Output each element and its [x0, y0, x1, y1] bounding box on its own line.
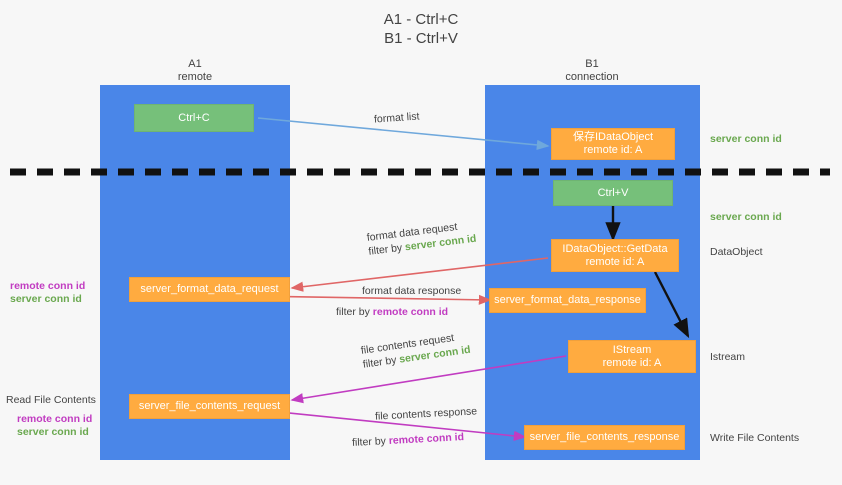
edge-label-format-data-request-filter-prefix: filter by [367, 241, 406, 258]
box-ctrl-v-line1: Ctrl+V [597, 186, 629, 199]
edge-label-format-data-response-filter-prefix: filter by [336, 306, 373, 318]
box-server-file-contents-response[interactable]: server_file_contents_response [524, 425, 685, 450]
box-ctrl-v[interactable]: Ctrl+V [553, 180, 673, 206]
page-title: A1 - Ctrl+C B1 - Ctrl+V [383, 11, 459, 47]
box-getdata-line2: remote id: A [585, 255, 645, 268]
box-server-format-data-request[interactable]: server_format_data_request [129, 277, 290, 302]
box-server-file-contents-request-label: server_file_contents_request [138, 400, 281, 412]
lane-header-a1: A1 remote [177, 58, 213, 83]
edge-label-file-contents-response-filter-key: remote conn id [388, 431, 465, 447]
box-ctrl-c-line1: Ctrl+C [178, 111, 210, 124]
box-idataobject-line1: 保存IDataObject [572, 131, 654, 143]
right-label-write-file-contents: Write File Contents [710, 432, 800, 444]
box-getdata[interactable]: IDataObject::GetData remote id: A [551, 239, 679, 272]
right-label-server-conn-id-mid: server conn id [710, 211, 782, 223]
right-label-server-conn-id-top: server conn id [710, 133, 782, 145]
left-label-read-file-contents: Read File Contents [6, 394, 96, 406]
edge-label-format-data-response: format data response [362, 285, 462, 297]
box-idataobject-line2: remote id: A [583, 144, 643, 156]
edge-label-file-contents-request-filter-prefix: filter by [362, 353, 401, 371]
box-server-file-contents-request[interactable]: server_file_contents_request [129, 394, 290, 419]
edge-label-format-list: format list [373, 110, 420, 126]
box-server-format-data-response-label: server_format_data_response [494, 294, 641, 306]
box-istream[interactable]: IStream remote id: A [568, 340, 696, 373]
edge-label-file-contents-response-filter: filter by remote conn id [352, 430, 465, 450]
box-server-format-data-response[interactable]: server_format_data_response [489, 288, 646, 313]
edge-label-format-data-response-filter-key: remote conn id [372, 306, 449, 318]
box-getdata-line1: IDataObject::GetData [562, 242, 668, 255]
box-ctrl-c[interactable]: Ctrl+C [134, 104, 254, 132]
left-label-server-conn-id-2: server conn id [17, 426, 89, 438]
edge-label-file-contents-response: file contents response [374, 405, 478, 423]
box-istream-line1: IStream [612, 343, 652, 356]
box-idataobject[interactable]: 保存IDataObject remote id: A [551, 128, 675, 160]
right-label-dataobject: DataObject [710, 246, 763, 258]
left-label-server-conn-id-1: server conn id [10, 293, 82, 305]
right-label-istream: Istream [710, 351, 746, 363]
lane-header-b1: B1 connection [565, 58, 619, 83]
box-server-format-data-request-label: server_format_data_request [140, 283, 279, 295]
box-istream-line2: remote id: A [602, 356, 662, 369]
left-label-remote-conn-id-1: remote conn id [10, 280, 86, 292]
edge-label-format-data-response-filter: filter by remote conn id [336, 305, 448, 319]
left-label-remote-conn-id-2: remote conn id [17, 413, 93, 425]
edge-label-file-contents-response-filter-prefix: filter by [351, 435, 390, 449]
box-server-file-contents-response-label: server_file_contents_response [529, 431, 680, 443]
